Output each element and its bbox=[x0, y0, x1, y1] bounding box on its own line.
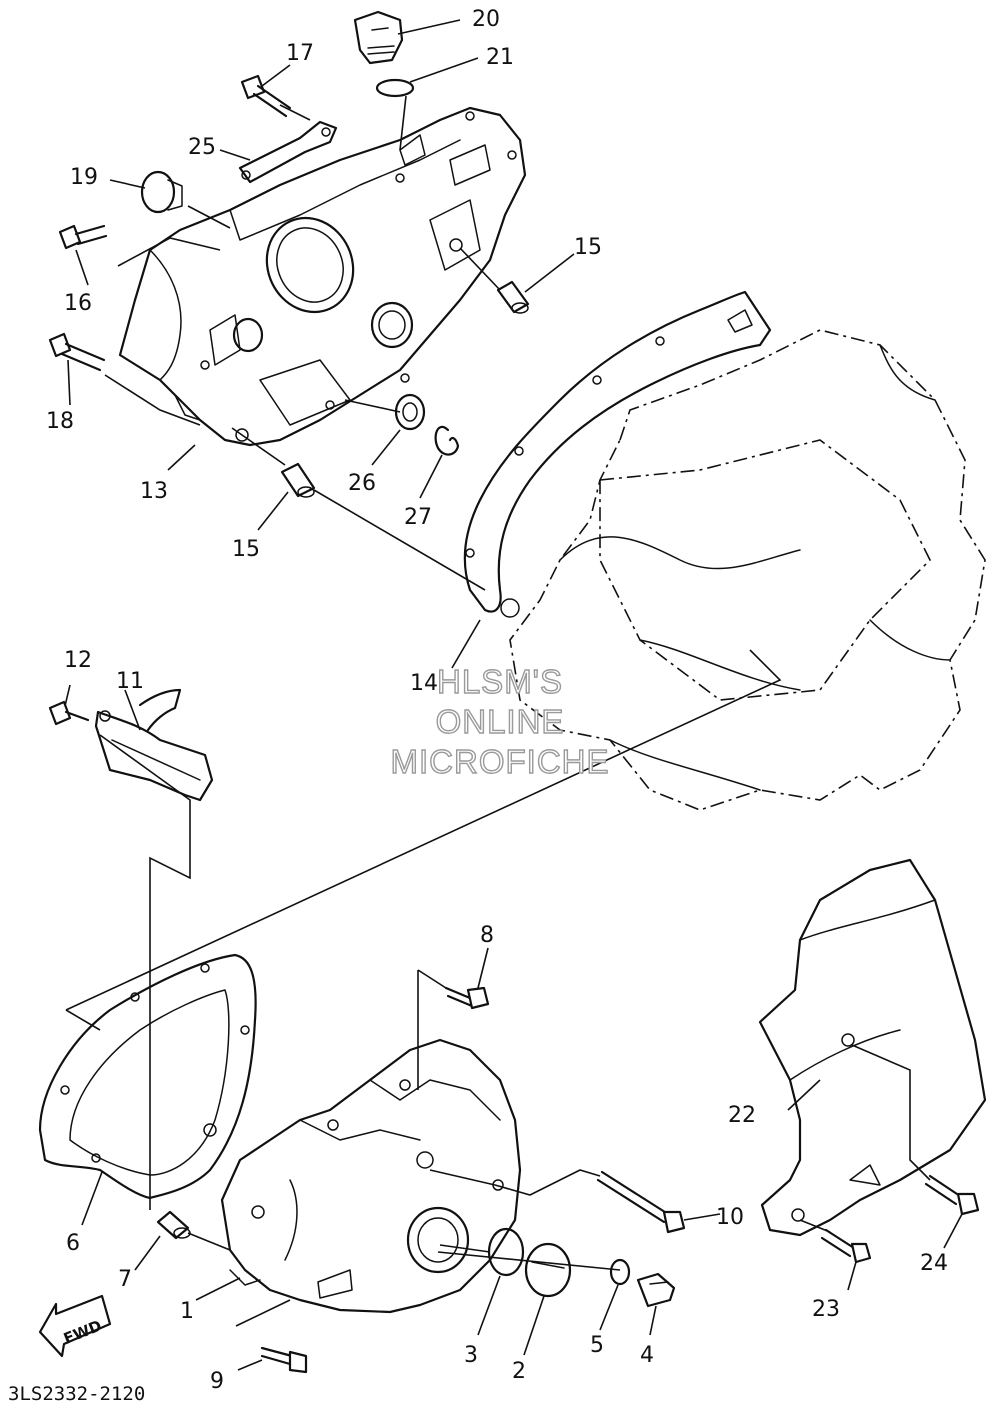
callout-21: 21 bbox=[486, 45, 514, 70]
assembly-lines bbox=[65, 95, 931, 1327]
oil-seal bbox=[394, 393, 426, 431]
callout-6: 6 bbox=[66, 1231, 80, 1256]
watermark-line-1: HLSM'S bbox=[437, 663, 563, 700]
callout-24: 24 bbox=[920, 1251, 948, 1276]
callout-8: 8 bbox=[480, 923, 494, 948]
bolt-18 bbox=[48, 332, 106, 372]
dowel-pin-left bbox=[156, 1210, 191, 1240]
callout-1: 1 bbox=[180, 1299, 194, 1324]
callout-26: 26 bbox=[348, 471, 376, 496]
callout-pointers bbox=[64, 19, 963, 1371]
callout-12: 12 bbox=[64, 648, 92, 673]
callout-14: 14 bbox=[410, 671, 438, 696]
bolt-24 bbox=[924, 1174, 980, 1216]
callout-5: 5 bbox=[590, 1333, 604, 1358]
bolt-17 bbox=[240, 74, 292, 118]
callout-25: 25 bbox=[188, 135, 216, 160]
o-ring-filler bbox=[375, 78, 415, 98]
dowel-pin-upper bbox=[496, 280, 530, 314]
diagram-part-code: 3LS2332-2120 bbox=[8, 1383, 145, 1405]
bolt-16 bbox=[58, 224, 108, 250]
oil-filler-cap bbox=[353, 10, 404, 65]
circlip bbox=[434, 425, 460, 456]
callout-17: 17 bbox=[286, 41, 314, 66]
forward-direction-arrow: FWD bbox=[38, 1294, 112, 1358]
callout-23: 23 bbox=[812, 1297, 840, 1322]
callout-4: 4 bbox=[640, 1343, 654, 1368]
bolt-8 bbox=[444, 986, 490, 1010]
bolt-23 bbox=[820, 1228, 872, 1264]
bolt-10 bbox=[596, 1170, 686, 1234]
callout-16: 16 bbox=[64, 291, 92, 316]
bolt-12 bbox=[48, 700, 90, 726]
bolt-9 bbox=[260, 1346, 308, 1374]
plug-large bbox=[524, 1242, 572, 1298]
callout-20: 20 bbox=[472, 7, 500, 32]
callout-19: 19 bbox=[70, 165, 98, 190]
callout-18: 18 bbox=[46, 409, 74, 434]
plug-19 bbox=[140, 170, 183, 214]
chain-guide bbox=[94, 688, 214, 802]
gasket-right-cover bbox=[463, 290, 772, 618]
callout-15-upper: 15 bbox=[574, 235, 602, 260]
callout-10: 10 bbox=[716, 1205, 744, 1230]
crankcase-cover-right bbox=[118, 106, 527, 447]
callout-9: 9 bbox=[210, 1369, 224, 1394]
callout-7: 7 bbox=[118, 1267, 132, 1292]
crankcase-cover-left bbox=[220, 1038, 522, 1314]
gasket-left-cover bbox=[38, 953, 257, 1200]
watermark-line-3: MICROFICHE bbox=[391, 743, 610, 780]
callout-3: 3 bbox=[464, 1343, 478, 1368]
watermark: HLSM'S ONLINE MICROFICHE bbox=[390, 662, 610, 780]
callout-13: 13 bbox=[140, 479, 168, 504]
plug-small bbox=[636, 1272, 676, 1308]
o-ring-small bbox=[609, 1258, 631, 1286]
callout-22: 22 bbox=[728, 1103, 756, 1128]
callout-15-lower: 15 bbox=[232, 537, 260, 562]
callout-labels: 1 2 3 4 5 6 7 8 9 10 11 12 13 14 15 15 1… bbox=[46, 7, 948, 1394]
watermark-line-2: ONLINE bbox=[436, 703, 565, 740]
engine-crankcase-outline bbox=[509, 329, 986, 811]
sprocket-cover bbox=[758, 858, 987, 1237]
callout-27: 27 bbox=[404, 505, 432, 530]
callout-11: 11 bbox=[116, 669, 144, 694]
dowel-pin-lower bbox=[280, 462, 316, 498]
callout-2: 2 bbox=[512, 1359, 526, 1384]
clamp-plate bbox=[238, 120, 338, 184]
